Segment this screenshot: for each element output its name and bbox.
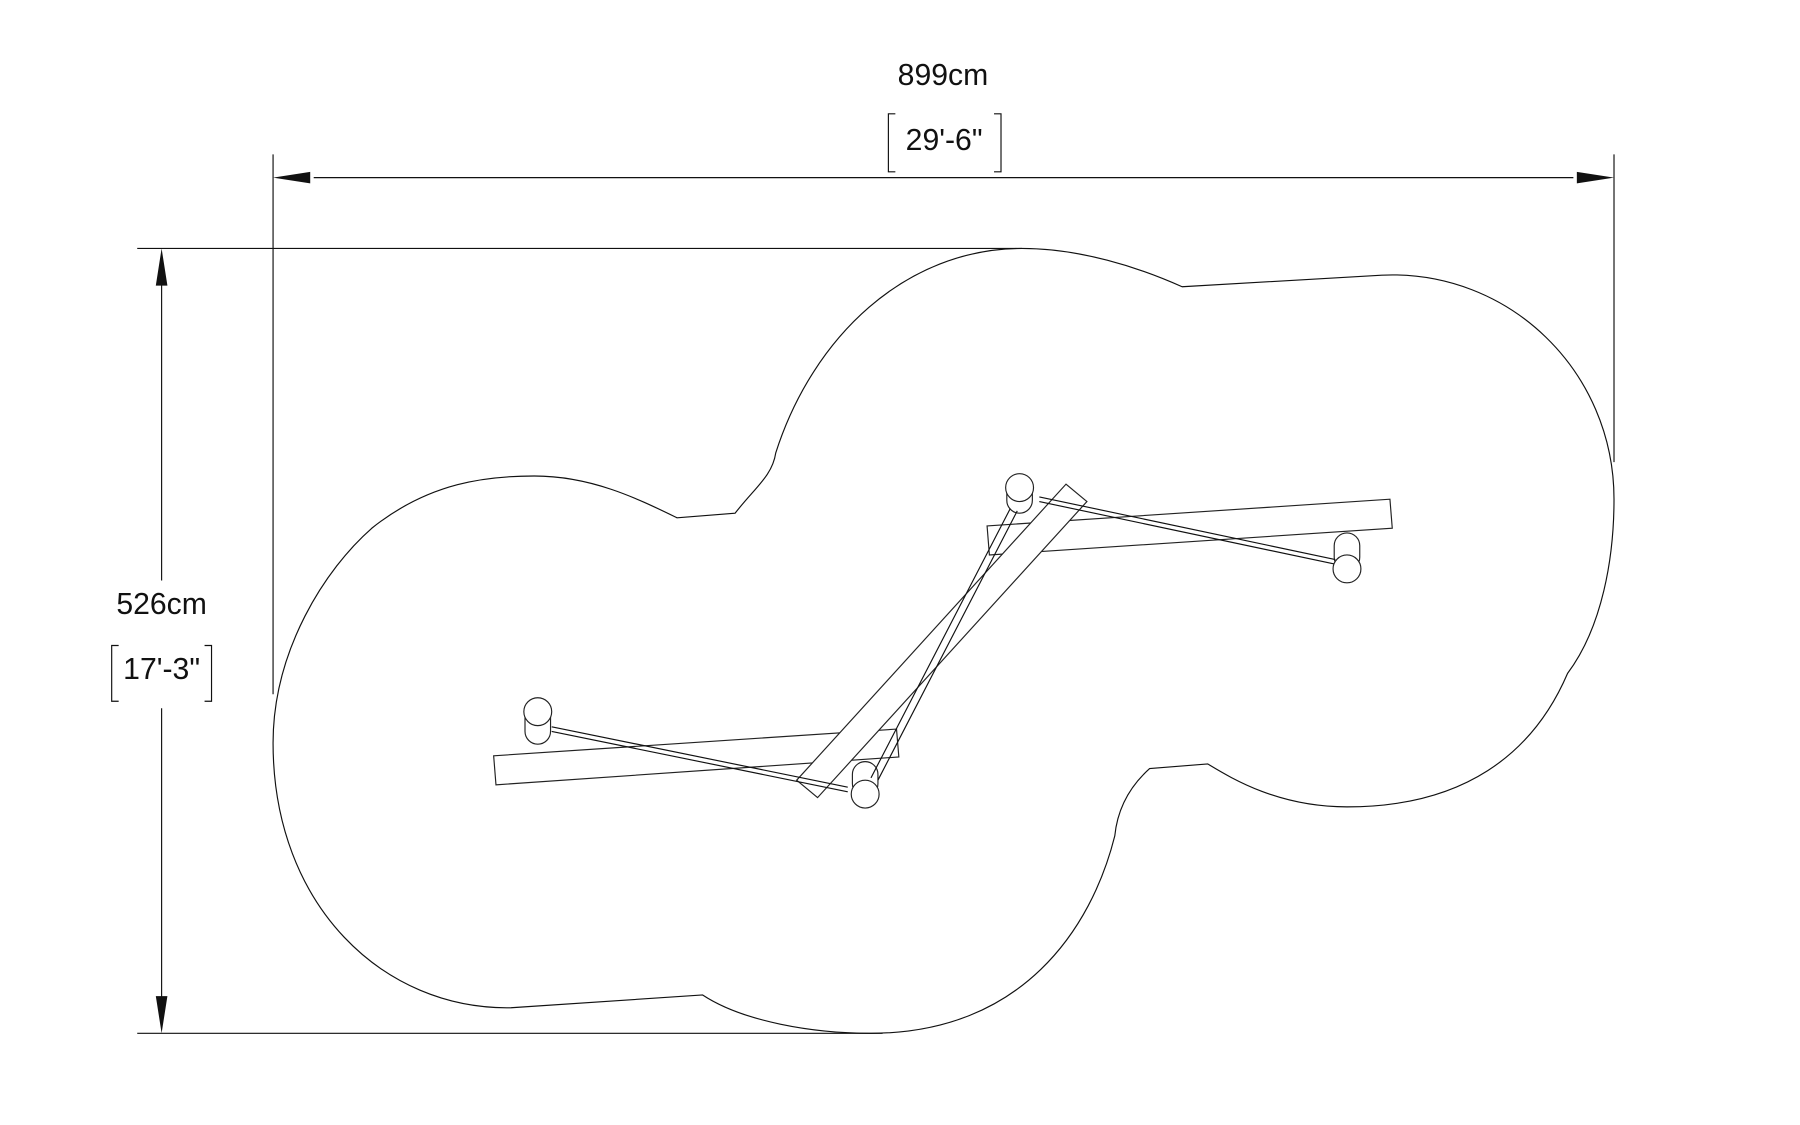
height-imperial-label: 17'-3" (123, 653, 200, 686)
seesaw-beam-right (986, 498, 1393, 556)
width-dimension: 899cm 29'-6" (272, 59, 1615, 695)
height-dimension: 526cm 17'-3" (111, 247, 1022, 1034)
cable (551, 726, 848, 788)
width-imperial-label: 29'-6" (906, 124, 983, 157)
seesaw-beam-left (493, 728, 900, 786)
safety-zone-outline (272, 247, 1615, 1034)
cable (551, 730, 848, 793)
arrow-right-icon (1576, 171, 1615, 184)
arrow-left-icon (273, 171, 311, 184)
width-imperial-brackets (887, 113, 1002, 173)
seat-top (1005, 473, 1035, 503)
seesaw-equipment (493, 473, 1393, 809)
seat-left (523, 697, 553, 727)
seat-bottom (850, 779, 880, 809)
height-metric-label: 526cm (116, 588, 207, 621)
height-imperial-brackets (111, 644, 213, 702)
cable (1039, 496, 1336, 561)
width-metric-label: 899cm (898, 59, 989, 92)
cable (877, 510, 1018, 781)
cable (1039, 500, 1336, 565)
cable (870, 508, 1011, 779)
arrow-up-icon (155, 248, 168, 286)
seat-right (1332, 554, 1362, 584)
arrow-down-icon (155, 996, 168, 1034)
